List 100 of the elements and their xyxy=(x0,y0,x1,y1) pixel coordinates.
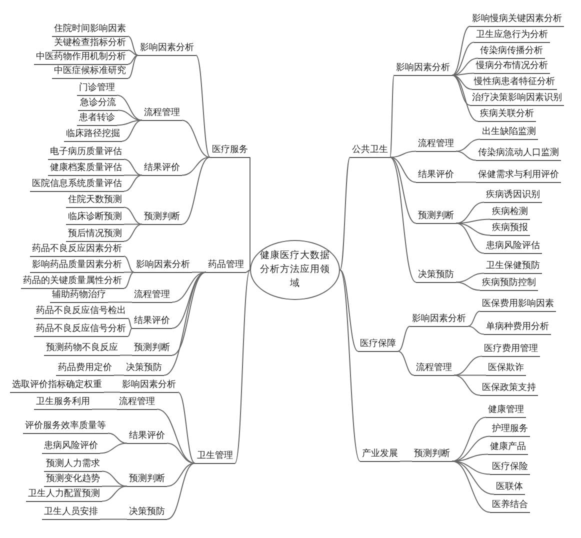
topic-label: 疾病检测 xyxy=(490,206,530,220)
branch-connector xyxy=(118,110,142,121)
branch-connector xyxy=(452,42,474,76)
topic-label: 疾病预报 xyxy=(490,222,530,236)
branch-connector xyxy=(390,156,416,224)
topic-label: 疾病诱因识别 xyxy=(484,189,542,203)
topic-label: 医疗保险 xyxy=(490,461,530,475)
branch-connector xyxy=(166,442,196,464)
topic-label: 医联体 xyxy=(494,481,525,495)
topic-label: 患者转诊 xyxy=(77,112,117,126)
topic-label: 卫生人力配置预测 xyxy=(26,488,102,502)
topic-label: 决策预防 xyxy=(127,506,167,520)
topic-label: 流程管理 xyxy=(416,138,456,152)
branch-connector xyxy=(124,206,142,225)
branch-connector xyxy=(456,138,480,152)
branch-connector xyxy=(398,350,414,376)
branch-connector xyxy=(128,318,132,329)
branch-connector xyxy=(92,408,118,410)
topic-label: 医疗保障 xyxy=(358,338,398,352)
topic-label: 传染病流动人口监测 xyxy=(476,147,561,161)
branch-connector xyxy=(102,486,128,502)
topic-label: 药品不良反应信号检出 xyxy=(34,305,128,319)
topic-label: 治疗决策影响因素识别 xyxy=(470,92,564,106)
topic-label: 患病风险评价 xyxy=(42,440,100,454)
branch-connector xyxy=(164,272,206,376)
branch-connector xyxy=(182,156,210,176)
topic-label: 中医症候标准研究 xyxy=(52,65,128,79)
topic-label: 医疗费用管理 xyxy=(482,343,540,357)
topic-label: 影响因素分析 xyxy=(410,313,468,327)
branch-connector xyxy=(128,50,138,56)
branch-connector xyxy=(452,74,478,122)
branch-connector xyxy=(456,272,484,283)
branch-connector xyxy=(454,356,482,376)
branch-connector xyxy=(178,392,196,464)
branch-connector xyxy=(122,120,142,142)
branch-connector xyxy=(166,462,196,487)
branch-connector xyxy=(390,150,416,158)
topic-label: 医保费用影响因素 xyxy=(480,298,556,312)
topic-label: 医养结合 xyxy=(490,499,530,513)
topic-label: 医疗服务 xyxy=(210,144,250,158)
branch-connector xyxy=(104,392,120,393)
topic-label: 药品费用定价 xyxy=(56,362,114,376)
topic-label: 卫生应急行为分析 xyxy=(474,29,550,43)
topic-label: 预测变化趋势 xyxy=(44,473,102,487)
topic-label: 慢性病患者特征分析 xyxy=(472,76,557,90)
branch-connector xyxy=(468,310,480,327)
topic-label: 医院信息系统质量评估 xyxy=(30,178,124,192)
topic-label: 中医药物作用机制分析 xyxy=(34,51,128,65)
topic-label: 影响因素分析 xyxy=(120,379,178,393)
branch-connector xyxy=(340,270,360,462)
topic-label: 药品不良反应因素分析 xyxy=(30,243,124,257)
topic-label: 结果评价 xyxy=(142,162,182,176)
topic-label: 门诊管理 xyxy=(77,82,117,96)
branch-connector xyxy=(456,150,476,161)
branch-connector xyxy=(452,26,470,76)
branch-connector xyxy=(116,94,142,121)
topic-label: 影响因素分析 xyxy=(138,42,196,56)
topic-label: 流程管理 xyxy=(414,362,454,376)
branch-connector xyxy=(108,432,128,444)
branch-connector xyxy=(456,282,480,291)
topic-label: 决策预防 xyxy=(416,269,456,283)
topic-label: 药品的关键质量属性分析 xyxy=(21,275,124,289)
topic-label: 结果评价 xyxy=(416,169,456,183)
branch-connector xyxy=(390,74,394,158)
branch-connector xyxy=(124,174,142,176)
topic-label: 流程管理 xyxy=(142,107,182,121)
topic-label: 预后情况预测 xyxy=(66,228,124,242)
topic-label: 传染病传播分析 xyxy=(478,45,545,59)
topic-label: 选取评价指标确定权重 xyxy=(10,379,104,393)
topic-label: 卫生服务利用 xyxy=(34,396,92,410)
topic-label: 护理服务 xyxy=(490,423,530,437)
topic-label: 影响药品质量因素分析 xyxy=(30,259,124,273)
topic-label: 预测判断 xyxy=(132,342,172,356)
branch-connector xyxy=(166,462,196,520)
topic-label: 结果评价 xyxy=(132,315,172,329)
branch-connector xyxy=(390,156,416,283)
topic-label: 预测判断 xyxy=(412,448,452,462)
topic-label: 影响因素分析 xyxy=(394,62,452,76)
branch-connector xyxy=(400,460,412,462)
branch-connector xyxy=(340,270,358,352)
branch-connector xyxy=(340,156,350,270)
branch-connector xyxy=(124,272,134,273)
branch-connector xyxy=(196,54,210,158)
topic-label: 保健需求与利用评价 xyxy=(476,169,561,183)
topic-label: 疾病关联分析 xyxy=(478,108,536,122)
topic-label: 卫生保健预防 xyxy=(484,260,542,274)
topic-label: 影响因素分析 xyxy=(134,259,192,273)
topic-label: 预测人力需求 xyxy=(44,458,102,472)
branch-connector xyxy=(124,224,142,225)
branch-connector xyxy=(452,74,470,106)
topic-label: 急诊分流 xyxy=(78,97,118,111)
topic-label: 单病种费用分析 xyxy=(484,321,551,335)
branch-connector xyxy=(100,518,128,520)
topic-label: 流程管理 xyxy=(132,289,172,303)
branch-connector xyxy=(128,328,132,337)
topic-label: 决策预防 xyxy=(124,362,164,376)
branch-connector xyxy=(124,158,142,176)
topic-label: 健康管理 xyxy=(486,404,526,418)
branch-connector xyxy=(128,54,138,65)
topic-label: 流程管理 xyxy=(117,396,157,410)
